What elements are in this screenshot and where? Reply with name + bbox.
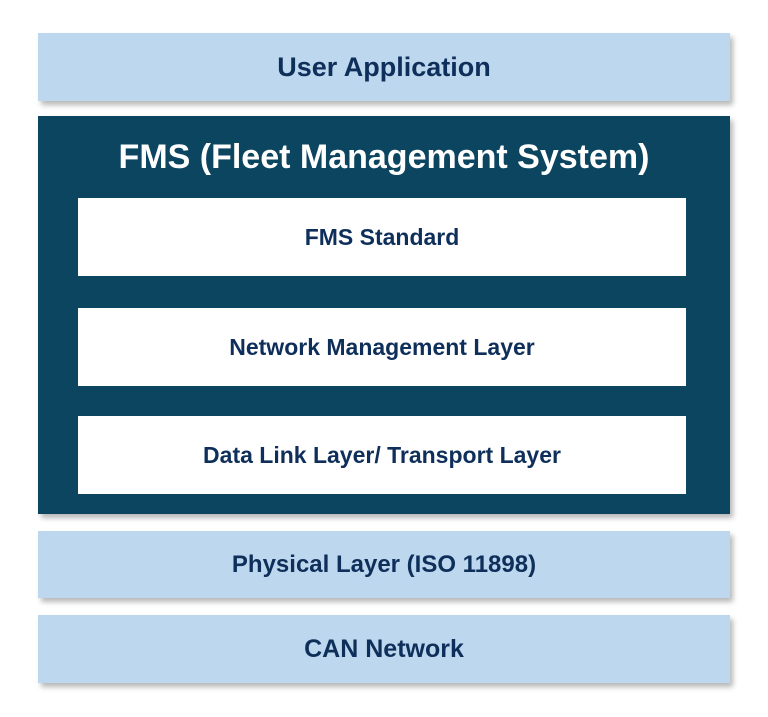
layer-can-network: CAN Network <box>38 615 730 683</box>
layer-fms-standard: FMS Standard <box>78 198 686 276</box>
layer-user-application: User Application <box>38 33 730 101</box>
layer-network-management: Network Management Layer <box>78 308 686 386</box>
layer-data-link-transport: Data Link Layer/ Transport Layer <box>78 416 686 494</box>
layer-physical: Physical Layer (ISO 11898) <box>38 531 730 598</box>
fms-container: FMS (Fleet Management System) FMS Standa… <box>38 116 730 514</box>
fms-title: FMS (Fleet Management System) <box>118 138 650 176</box>
